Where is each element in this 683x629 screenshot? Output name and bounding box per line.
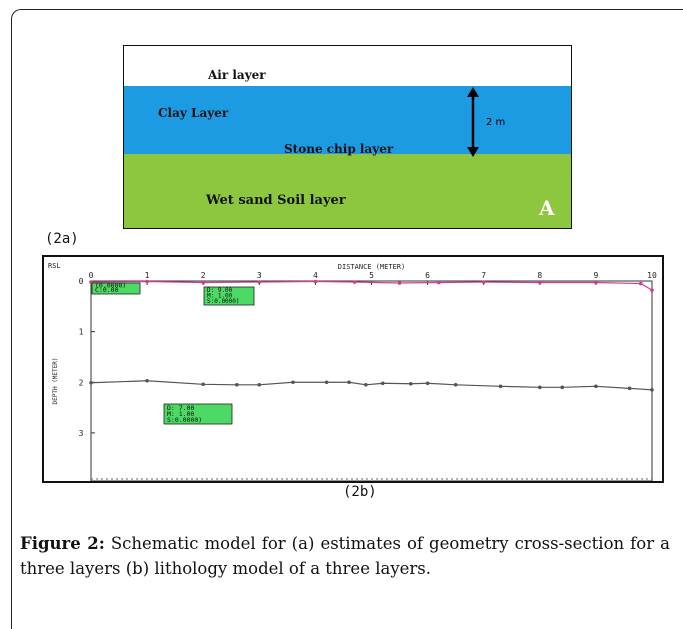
x-tick-label: 9 bbox=[593, 271, 598, 280]
parameter-box bbox=[91, 282, 141, 295]
series-point bbox=[498, 384, 503, 389]
series-point bbox=[453, 382, 458, 387]
series-point bbox=[313, 279, 318, 284]
figure-frame bbox=[11, 9, 683, 629]
layer-schematic: Air layer Clay Layer Stone chip layer We… bbox=[123, 45, 572, 229]
series-point bbox=[650, 288, 654, 292]
x-tick-label: 2 bbox=[201, 271, 206, 280]
series-line bbox=[90, 380, 653, 391]
series-point bbox=[201, 382, 205, 387]
parameter-box-text: D: 9.00 bbox=[207, 287, 233, 294]
corner-label: RSL bbox=[48, 262, 61, 270]
series-point bbox=[364, 382, 368, 387]
x-tick-label: 0 bbox=[89, 271, 94, 280]
x-tick-label: 4 bbox=[313, 271, 318, 280]
panel-letter: A bbox=[539, 196, 555, 220]
parameter-box bbox=[163, 403, 233, 425]
parameter-box-text: D: 7.00 bbox=[167, 404, 194, 412]
series-point bbox=[145, 378, 149, 383]
subfigure-b-caption: (2b) bbox=[343, 484, 377, 500]
series-point bbox=[347, 380, 351, 385]
y-tick-label: 1 bbox=[79, 328, 84, 337]
plot-area bbox=[90, 280, 653, 481]
parameter-box-text: S:0.0000) bbox=[167, 416, 202, 424]
figure-caption-label: Figure 2: bbox=[20, 534, 105, 553]
x-tick-label: 5 bbox=[369, 271, 374, 280]
x-tick-label: 8 bbox=[537, 271, 542, 280]
series-point bbox=[538, 385, 542, 390]
parameter-box-text: C:0.00 bbox=[95, 286, 119, 294]
series-point bbox=[627, 386, 632, 391]
parameter-box-text: (0.0000) bbox=[95, 281, 126, 289]
clay-layer-band bbox=[124, 86, 571, 154]
subfigure-a-caption: (2a) bbox=[45, 231, 79, 247]
series-point bbox=[201, 280, 205, 285]
x-tick-label: 1 bbox=[145, 271, 150, 280]
x-tick-label: 7 bbox=[481, 271, 486, 280]
thickness-label: 2 m bbox=[486, 117, 506, 128]
series-point bbox=[638, 281, 643, 286]
air-layer-band bbox=[124, 46, 571, 86]
series-point bbox=[481, 280, 486, 284]
series-point bbox=[324, 380, 329, 385]
air-layer-label: Air layer bbox=[208, 68, 266, 82]
series-point bbox=[408, 381, 413, 386]
series-line bbox=[90, 280, 653, 291]
parameter-box-text: M: 1.00 bbox=[207, 292, 233, 299]
series-point bbox=[650, 388, 654, 392]
double-arrow-icon bbox=[467, 87, 479, 157]
parameter-box bbox=[203, 286, 255, 306]
series-point bbox=[89, 380, 93, 385]
figure-caption-text: Schematic model for (a) estimates of geo… bbox=[20, 534, 670, 578]
series-point bbox=[145, 279, 149, 284]
series-point bbox=[594, 384, 598, 389]
series-point bbox=[397, 281, 402, 285]
clay-layer-label: Clay Layer bbox=[158, 106, 229, 120]
x-tick-label: 3 bbox=[257, 271, 262, 280]
sand-soil-layer-label: Wet sand Soil layer bbox=[206, 193, 346, 208]
x-tick-label: 6 bbox=[425, 271, 430, 280]
parameter-box-text: M: 1.00 bbox=[167, 410, 194, 418]
sand-layer-band bbox=[124, 154, 571, 228]
series-point bbox=[425, 381, 430, 386]
y-axis-label: DEPTH (METER) bbox=[52, 358, 59, 405]
series-point bbox=[380, 381, 385, 386]
y-tick-label: 2 bbox=[79, 378, 84, 387]
series-point bbox=[257, 280, 262, 284]
series-point bbox=[257, 382, 262, 387]
series-point bbox=[291, 380, 295, 385]
series-point bbox=[352, 280, 357, 284]
series-point bbox=[560, 385, 565, 390]
y-tick-label: 0 bbox=[79, 277, 84, 286]
stone-chip-layer-label: Stone chip layer bbox=[284, 142, 394, 156]
x-axis-label: DISTANCE (METER) bbox=[338, 263, 405, 271]
parameter-box-text: S:0.0000) bbox=[207, 298, 240, 305]
series-point bbox=[437, 280, 441, 285]
series-point bbox=[594, 280, 598, 285]
figure-caption: Figure 2: Schematic model for (a) estima… bbox=[20, 531, 670, 581]
series-point bbox=[235, 382, 239, 387]
y-tick-label: 3 bbox=[79, 429, 84, 438]
series-point bbox=[538, 280, 542, 285]
x-tick-label: 10 bbox=[647, 271, 657, 280]
